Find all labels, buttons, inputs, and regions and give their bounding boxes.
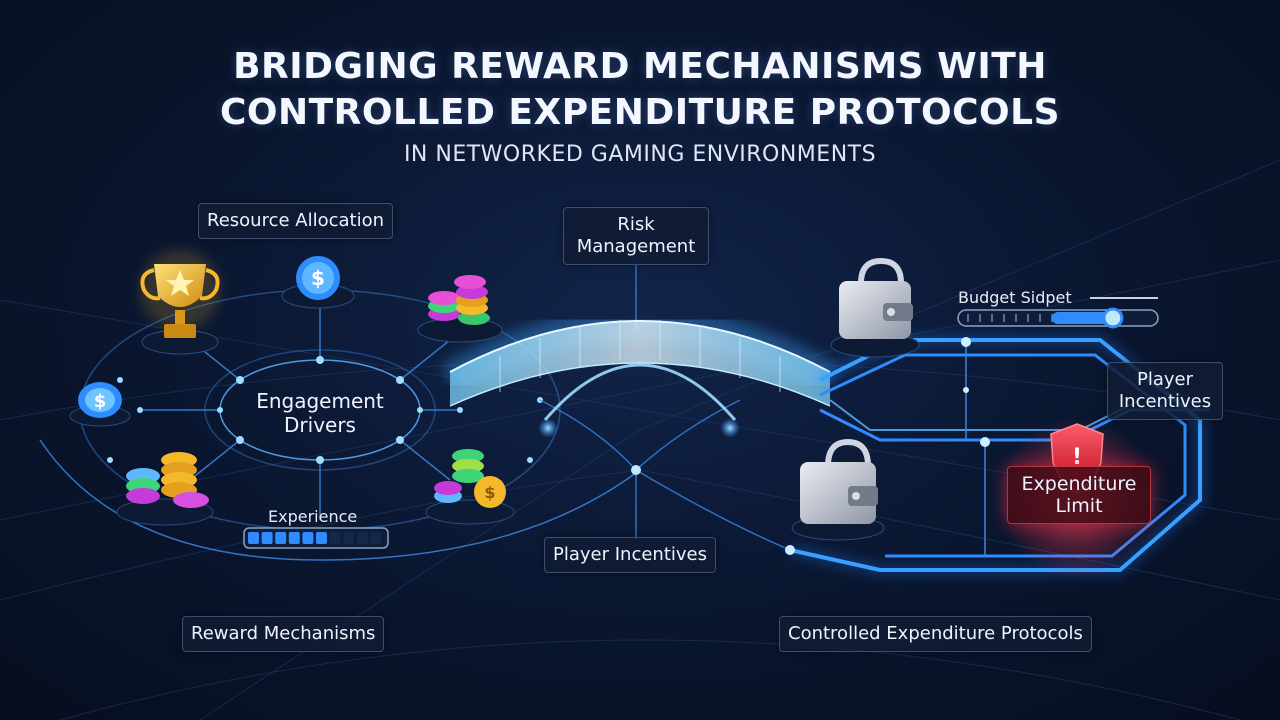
experience-segment (370, 532, 382, 544)
glowing-bridge (441, 308, 839, 438)
controlled-expenditure-protocols-label: Controlled Expenditure Protocols (779, 616, 1092, 652)
slider-fill (1052, 312, 1113, 324)
coin-stack-icon-top-right (417, 275, 503, 343)
center-links (539, 262, 791, 551)
coin-stack-icon-bottom-left (116, 452, 214, 526)
locked-wallet-icon-top (830, 257, 920, 358)
experience-segment (329, 532, 341, 544)
slider-thumb[interactable] (1102, 307, 1124, 329)
engagement-drivers-label: Engagement Drivers (256, 389, 384, 437)
page-title-line-1: BRIDGING REWARD MECHANISMS WITH (233, 46, 1047, 87)
experience-segment (302, 532, 314, 544)
experience-segment (261, 532, 273, 544)
experience-bar-segments (248, 532, 382, 544)
budget-slider[interactable] (957, 297, 1159, 329)
page-subtitle: IN NETWORKED GAMING ENVIRONMENTS (403, 142, 877, 167)
risk-management-label: Risk Management (563, 207, 709, 265)
reward-mechanisms-label: Reward Mechanisms (182, 616, 385, 652)
page-title-line-2: CONTROLLED EXPENDITURE PROTOCOLS (219, 92, 1061, 133)
expenditure-limit-label: Expenditure Limit (1007, 466, 1151, 524)
coin-stack-icon-bottom-right: $ (425, 449, 515, 525)
experience-segment (248, 532, 259, 544)
experience-segment (316, 532, 327, 544)
experience-label: Experience (268, 507, 358, 526)
alert-symbol: ! (1072, 445, 1082, 470)
locked-wallet-icon-bottom (791, 438, 885, 541)
coin-icon-left: $ (69, 382, 131, 427)
coin-symbol: $ (94, 391, 107, 412)
experience-segment (356, 532, 368, 544)
experience-segment (288, 532, 300, 544)
experience-bar (243, 527, 389, 549)
coin-symbol: $ (484, 483, 495, 502)
center-node (631, 465, 641, 475)
player-incentives-center-label: Player Incentives (544, 537, 716, 573)
player-incentives-right-label: Player Incentives (1107, 362, 1223, 420)
coin-symbol: $ (311, 266, 325, 290)
coin-icon-top: $ (281, 256, 355, 309)
budget-slider-label: Budget Sidpet (958, 288, 1072, 307)
resource-allocation-label: Resource Allocation (198, 203, 394, 239)
left-network (39, 289, 641, 561)
experience-segment (343, 532, 355, 544)
trophy-icon (140, 250, 220, 355)
experience-segment (275, 532, 287, 544)
